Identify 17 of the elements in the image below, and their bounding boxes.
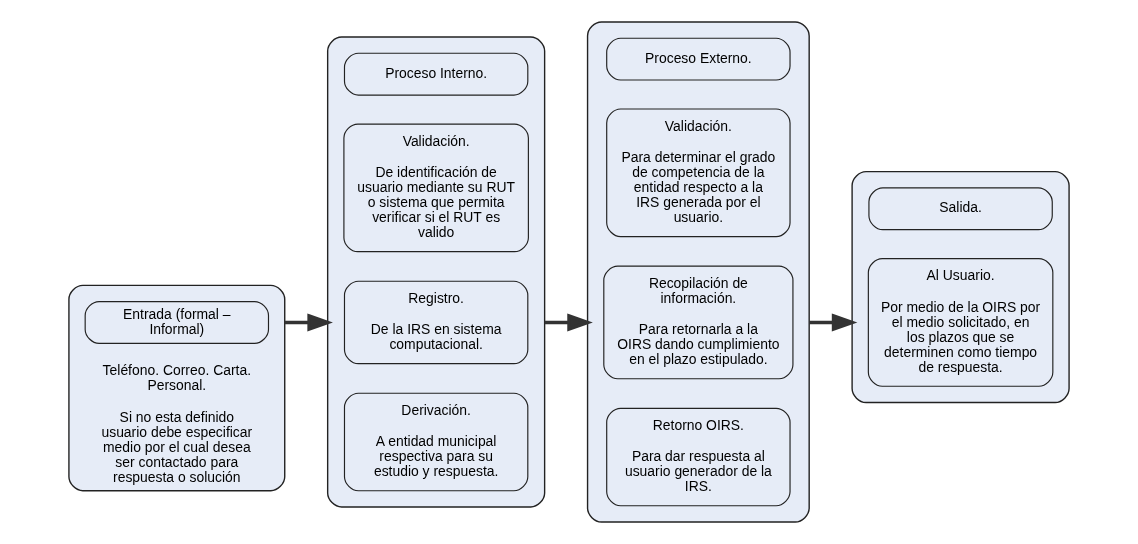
cluster <box>851 170 1070 404</box>
node-box: Proceso Interno. <box>343 52 529 96</box>
node-box: Proceso Externo. <box>606 37 791 81</box>
arrow <box>284 313 333 332</box>
node-box: Entrada (formal – Informal) <box>84 301 270 344</box>
node-box: Derivación. A entidad municipal respectiva para su estudio y respuesta. <box>343 392 529 492</box>
node-box: Validación. Para determinar el grado de competencia de la entidad respecto a la IRS generada por el usuario. <box>606 108 791 238</box>
arrow <box>809 313 858 332</box>
arrow <box>544 313 593 332</box>
node-box: Registro. De la IRS en sistema computacional. <box>343 280 529 365</box>
node-box: Retorno OIRS. Para dar respuesta al usuario generador de la IRS. <box>606 407 791 507</box>
cluster <box>326 36 546 508</box>
node-box: Al Usuario. Por medio de la OIRS por el medio solicitado, en los plazos que se determinen como tiempo de respuesta. <box>867 258 1054 387</box>
node-box: Recopilación de información. Para retornarla a la OIRS dando cumplimiento en el plazo estipulado. <box>603 265 794 380</box>
node-box: Validación. De identificación de usuario mediante su RUT o sistema que permita verificar si el RUT es valido <box>343 123 529 253</box>
node-box: Salida. <box>868 187 1053 231</box>
cluster <box>586 21 810 523</box>
